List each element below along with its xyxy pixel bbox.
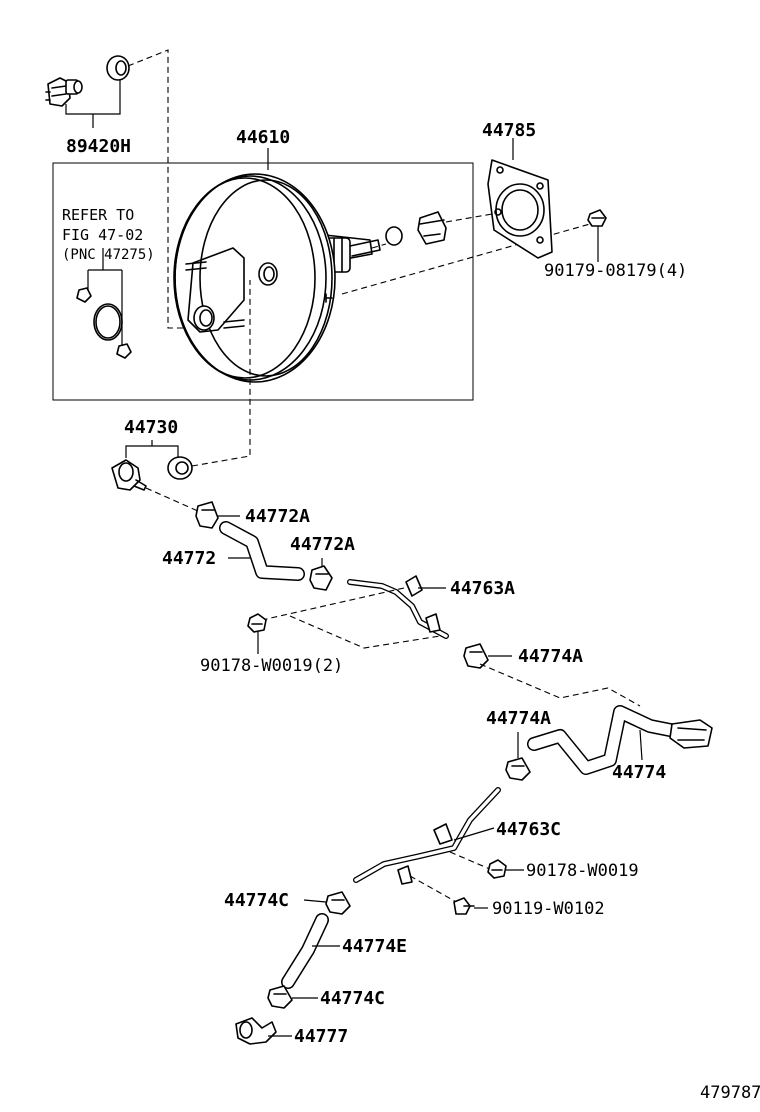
callout-44763A: 44763A xyxy=(450,578,515,599)
callout-44774: 44774 xyxy=(612,762,666,783)
dash-booster-to-clevis xyxy=(341,223,591,295)
refer-note-line3: (PNC 47275) xyxy=(62,247,155,263)
dash-44774A-to-hose xyxy=(479,663,641,707)
callout-44774A-upper: 44774A xyxy=(518,646,583,667)
leader-89420H xyxy=(65,80,121,128)
refer-note-parts xyxy=(76,248,132,359)
part-44772A-clip-upper[interactable] xyxy=(195,501,219,529)
part-44774A-clip-upper[interactable] xyxy=(463,643,489,669)
dash-grommet-to-booster xyxy=(127,49,198,329)
callout-90179-08179: 90179-08179(4) xyxy=(544,261,687,281)
callout-44777: 44777 xyxy=(294,1026,348,1047)
part-44785-gasket[interactable] xyxy=(487,159,553,259)
dash-valve-to-clip xyxy=(145,487,201,513)
leader-44774 xyxy=(639,729,643,761)
dash-booster-to-44785 xyxy=(371,243,387,249)
leader-44774C-upper xyxy=(303,899,327,903)
part-44772A-clip-lower[interactable] xyxy=(309,565,333,591)
callout-89420H: 89420H xyxy=(66,136,131,157)
callout-44774C-upper: 44774C xyxy=(224,890,289,911)
dash-pipe-to-90178 xyxy=(449,851,493,871)
callout-44774E: 44774E xyxy=(342,936,407,957)
callout-44763C: 44763C xyxy=(496,819,561,840)
callout-44785: 44785 xyxy=(482,120,536,141)
part-44774A-clip-lower[interactable] xyxy=(505,757,531,781)
part-90178-W0019-nut[interactable] xyxy=(487,859,507,879)
part-44772-hose[interactable] xyxy=(219,521,305,581)
dash-pipe-to-90119 xyxy=(409,875,461,905)
callout-44772: 44772 xyxy=(162,548,216,569)
callout-44774A-lower: 44774A xyxy=(486,708,551,729)
part-44774E-hose[interactable] xyxy=(281,913,329,989)
refer-note-line1: REFER TO xyxy=(62,206,134,224)
part-90119-W0102-bolt[interactable] xyxy=(453,897,475,915)
part-44763C-pipe[interactable] xyxy=(353,787,501,885)
part-44610-brake-booster[interactable] xyxy=(173,173,381,383)
part-89420H-vacuum-sensor[interactable] xyxy=(45,77,83,107)
part-44774-hose[interactable] xyxy=(527,705,713,775)
part-44777-connector[interactable] xyxy=(235,1017,277,1045)
refer-note-line2: FIG 47-02 xyxy=(62,226,143,244)
leader-44730 xyxy=(125,440,179,458)
callout-44774C-lower: 44774C xyxy=(320,988,385,1009)
dash-nut-to-44774 xyxy=(289,615,441,649)
part-44730-check-valve[interactable] xyxy=(111,456,193,491)
part-90178-W0019-nut-pair[interactable] xyxy=(247,613,267,633)
callout-44772A-lower: 44772A xyxy=(290,534,355,555)
dash-pipe-to-nut xyxy=(261,587,405,621)
leader-44763C xyxy=(453,827,495,841)
part-44763A-pipe[interactable] xyxy=(347,575,449,639)
callout-90178-W0019: 90178-W0019 xyxy=(526,861,639,881)
part-89420H-grommet[interactable] xyxy=(106,55,130,81)
booster-assembly-frame xyxy=(52,162,474,401)
callout-44772A-upper: 44772A xyxy=(245,506,310,527)
callout-44610: 44610 xyxy=(236,127,290,148)
callout-90178-W0019-pair: 90178-W0019(2) xyxy=(200,656,343,676)
callout-44730: 44730 xyxy=(124,417,178,438)
part-90179-08179-nut[interactable] xyxy=(587,209,607,227)
part-yoke[interactable] xyxy=(385,211,493,246)
callout-90119-W0102: 90119-W0102 xyxy=(492,899,605,919)
part-44774C-clip-lower[interactable] xyxy=(267,985,293,1009)
diagram-id: 479787 xyxy=(700,1083,760,1103)
part-44774C-clip-upper[interactable] xyxy=(325,891,351,915)
